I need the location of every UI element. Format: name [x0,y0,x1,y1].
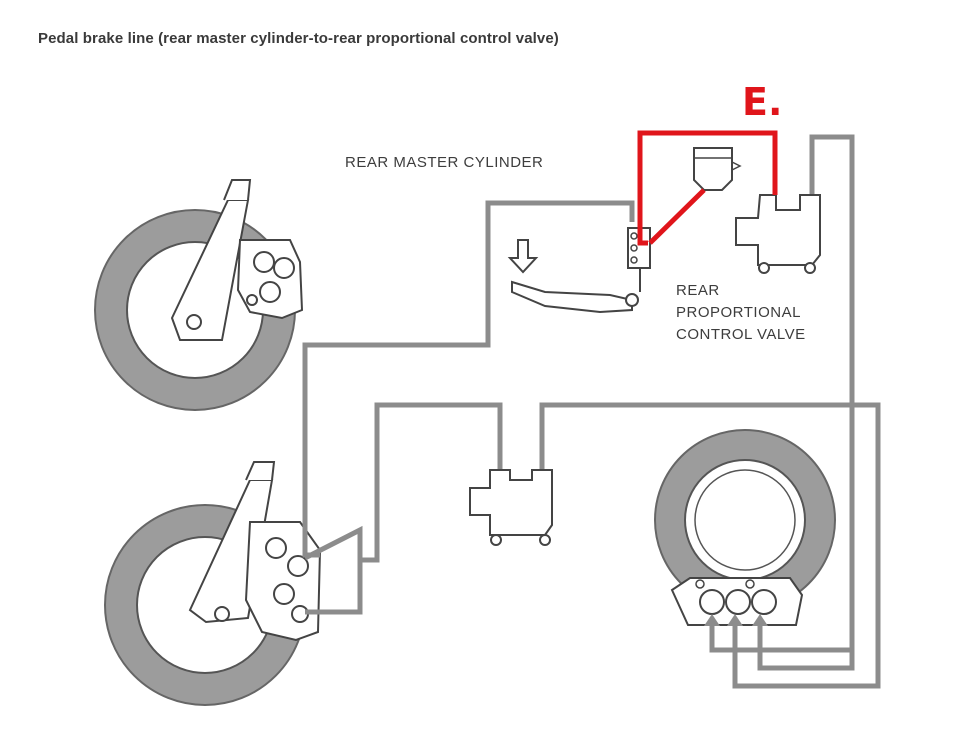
brake-line-valve-to-rear [757,134,855,671]
brake-fluid-reservoir [693,147,742,191]
brake-line-center-valve-left [360,402,503,563]
rear-master-cylinder [627,227,651,292]
brake-lines [302,134,881,689]
diagram-title: Pedal brake line (rear master cylinder-t… [38,30,559,47]
label-rear-proportional-2: PROPORTIONAL [676,304,801,321]
highlighted-brake-line [637,130,778,246]
label-rear-master-cylinder: REAR MASTER CYLINDER [345,154,544,171]
brake-pedal [507,239,639,314]
center-proportional-valve [469,469,553,546]
front-left-caliper [236,239,304,320]
brake-line-front-to-center-valve [303,525,363,615]
brake-line-master-to-front [302,200,635,558]
highlight-marker-e: E. [742,80,783,124]
label-rear-proportional-1: REAR [676,282,720,299]
brake-line-center-valve-right [539,402,881,689]
label-rear-proportional-3: CONTROL VALVE [676,326,806,343]
rear-caliper-arrows [704,614,768,626]
rear-proportional-control-valve [735,194,821,274]
down-arrow-icon [507,239,539,274]
brake-line-rear-feed [709,625,852,653]
rear-wheel [654,429,836,611]
front-lower-caliper [244,521,322,642]
